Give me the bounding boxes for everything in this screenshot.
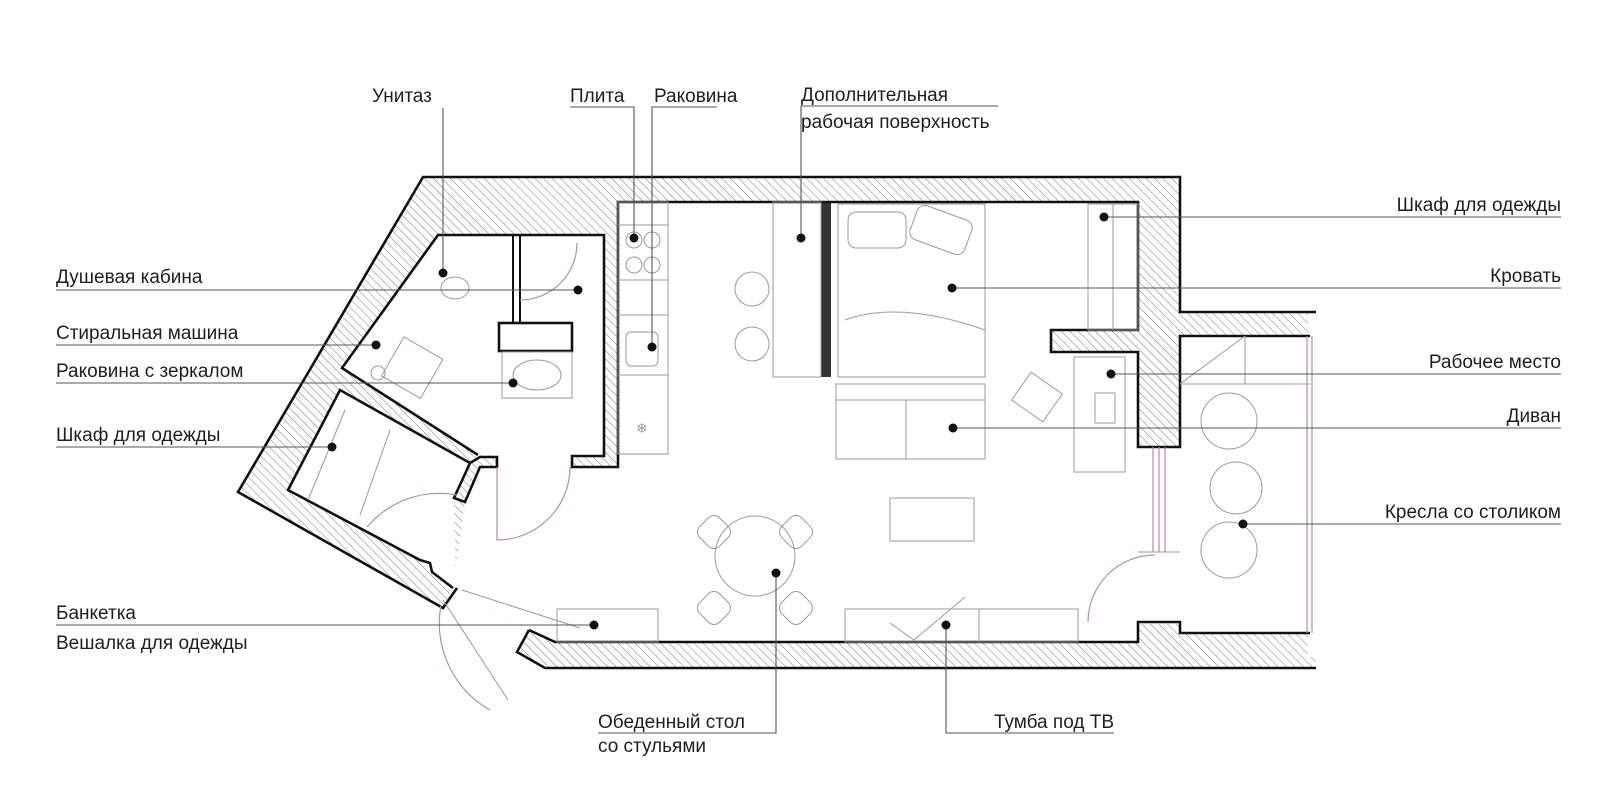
shower-door-swing <box>519 242 578 301</box>
label-toilet: Унитаз <box>372 86 432 107</box>
bar-stool <box>734 326 770 362</box>
kitchen-counter: ❄ <box>617 201 669 455</box>
label-workplace: Рабочее место <box>1429 352 1561 373</box>
wardrobe-right <box>1087 203 1139 331</box>
balcony <box>1180 336 1314 633</box>
label-wardrobe-right: Шкаф для одежды <box>1397 195 1561 216</box>
bathroom-fixtures <box>370 276 573 400</box>
doors-and-windows <box>366 242 1313 711</box>
label-washing-machine: Стиральная машина <box>56 323 239 344</box>
label-dining-line1: Обеденный стол <box>598 712 745 733</box>
leaders <box>56 105 1561 734</box>
label-coat-rack: Вешалка для одежды <box>56 633 248 654</box>
coffee-table <box>889 497 975 542</box>
wall-lines <box>236 175 1316 670</box>
toilet <box>440 276 470 300</box>
label-sink-mirror: Раковина с зеркалом <box>56 361 243 382</box>
kitchen-partition <box>821 202 831 377</box>
label-bed: Кровать <box>1490 266 1561 287</box>
label-armchairs: Кресла со столиком <box>1385 502 1561 523</box>
label-dining-line2: со стульями <box>598 736 706 757</box>
niche-door-swing <box>366 492 458 528</box>
balcony-glazing <box>1308 312 1318 657</box>
wardrobe-left <box>307 409 391 516</box>
balcony-door-swing <box>1087 554 1156 623</box>
bar-stool <box>734 271 770 307</box>
tv-stand <box>844 596 1079 643</box>
labels: Унитаз Плита Раковина Дополнительная раб… <box>56 85 1561 757</box>
balcony-seating <box>1179 335 1310 579</box>
label-wardrobe-left: Шкаф для одежды <box>56 425 220 446</box>
label-sofa: Диван <box>1507 406 1561 427</box>
main-room <box>453 202 1138 642</box>
desk <box>1010 356 1126 473</box>
interiors <box>288 202 1318 657</box>
label-tv-stand: Тумба под ТВ <box>994 712 1114 733</box>
entry-door-swing <box>438 604 491 711</box>
bath-partition-block <box>497 321 574 353</box>
label-bench: Банкетка <box>56 603 136 624</box>
label-stove: Плита <box>570 86 625 107</box>
label-kitchen-sink: Раковина <box>654 86 738 107</box>
bar-counter <box>772 201 822 378</box>
wardrobe-niche <box>288 390 470 590</box>
snowflake-icon: ❄ <box>636 421 648 437</box>
label-shower: Душевая кабина <box>56 267 203 288</box>
bed <box>837 203 986 378</box>
sofa <box>835 383 986 460</box>
bathroom-doorway <box>497 454 572 469</box>
label-extra-worktop-line2: рабочая поверхность <box>801 112 990 133</box>
label-extra-worktop-line1: Дополнительная <box>801 85 948 106</box>
stove-burner <box>625 256 643 274</box>
bathroom-door-swing <box>496 466 571 541</box>
niche-wall-stub <box>452 455 499 504</box>
kitchen-sink-bowl <box>625 331 659 367</box>
